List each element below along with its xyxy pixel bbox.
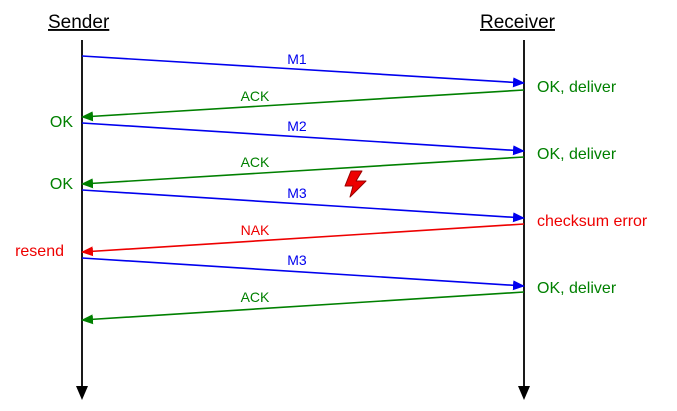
message-label: M1 [287,51,307,67]
message-ack-1: ACK [81,88,525,122]
message-label: M3 [287,252,307,268]
message-label: ACK [241,289,270,305]
message-label: M3 [287,185,307,201]
sender-title: Sender [48,12,110,33]
message-ack-2: ACK [81,154,525,189]
receiver-lifeline [518,40,530,400]
receiver-note-checksum-error: checksum error [537,213,648,230]
message-label: NAK [241,222,270,238]
sender-lifeline [76,40,88,400]
receiver-note-deliver: OK, deliver [537,280,617,297]
receiver-note-deliver: OK, deliver [537,79,617,96]
receiver-title: Receiver [480,12,556,33]
sender-note-resend: resend [15,243,64,260]
message-m1: M1 [81,51,525,88]
message-label: ACK [241,88,270,104]
message-ack-3: ACK [81,289,525,325]
message-m3: M3 [81,185,525,223]
message-m3-resend: M3 [81,252,525,291]
sender-note-ok: OK [50,114,73,131]
message-label: M2 [287,118,307,134]
message-label: ACK [241,154,270,170]
message-nak: NAK [81,222,525,257]
receiver-note-deliver: OK, deliver [537,146,617,163]
message-m2: M2 [81,118,525,156]
lightning-bolt-icon [344,170,367,198]
sender-note-ok: OK [50,176,73,193]
